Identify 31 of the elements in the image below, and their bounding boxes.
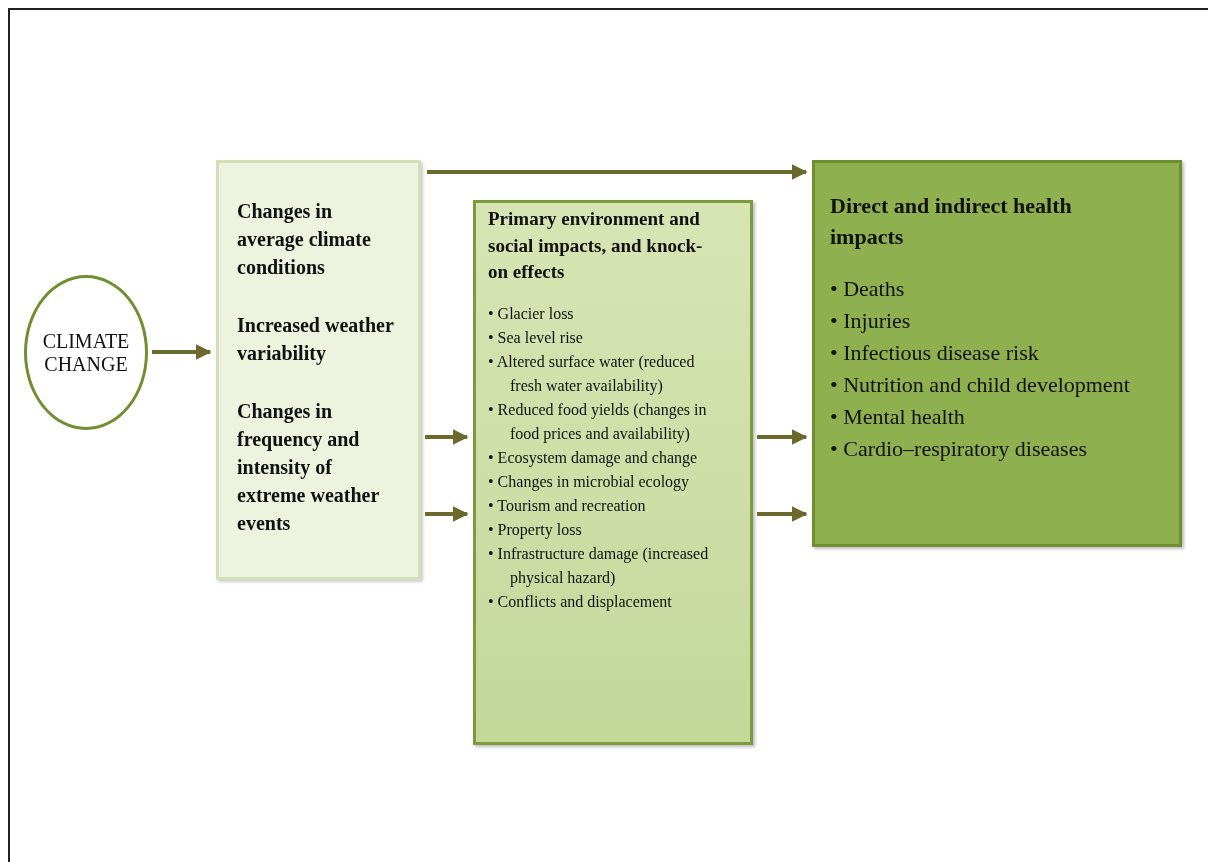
- health-impacts-box: [812, 160, 1182, 547]
- arrow: [425, 506, 469, 522]
- bullet-item: • Mental health: [830, 402, 966, 431]
- bullet-item: • Sea level rise: [488, 327, 584, 348]
- bullet-item: • Injuries: [830, 306, 912, 335]
- bullet-item: • Deaths: [830, 274, 906, 303]
- climate-factors-box: [216, 160, 421, 580]
- node-label: CLIMATE CHANGE: [41, 329, 131, 376]
- arrow: [427, 164, 808, 180]
- arrow: [757, 429, 808, 445]
- bullet-item: • Altered surface water (reduced fresh water availability): [488, 351, 696, 397]
- factor-text: Changes in frequency and intensity of extreme weather events: [237, 399, 380, 536]
- bullet-item: • Cardio–respiratory diseases: [830, 434, 1088, 463]
- bullet-item: • Nutrition and child development: [830, 370, 1131, 399]
- environment-impacts-box: [473, 200, 753, 745]
- bullet-item: • Infrastructure damage (increased physical hazard): [488, 543, 710, 589]
- bullet-item: • Glacier loss: [488, 303, 575, 324]
- arrow: [425, 429, 469, 445]
- bullet-item: • Changes in microbial ecology: [488, 471, 691, 493]
- arrow: [757, 506, 808, 522]
- bullet-item: • Ecosystem damage and change: [488, 447, 699, 469]
- factor-text: Changes in average climate conditions: [237, 199, 372, 280]
- bullet-item: • Tourism and recreation: [488, 495, 647, 516]
- bullet-item: • Conflicts and displacement: [488, 591, 673, 613]
- box-heading: Direct and indirect health impacts: [830, 192, 1073, 251]
- arrow: [152, 344, 212, 360]
- bullet-item: • Reduced food yields (changes in food prices and availability): [488, 399, 708, 445]
- factor-text: Increased weather variability: [237, 313, 395, 367]
- box-heading: Primary environment and social impacts, and knock-on effects: [488, 207, 704, 285]
- bullet-item: • Infectious disease risk: [830, 338, 1040, 367]
- bullet-item: • Property loss: [488, 519, 583, 541]
